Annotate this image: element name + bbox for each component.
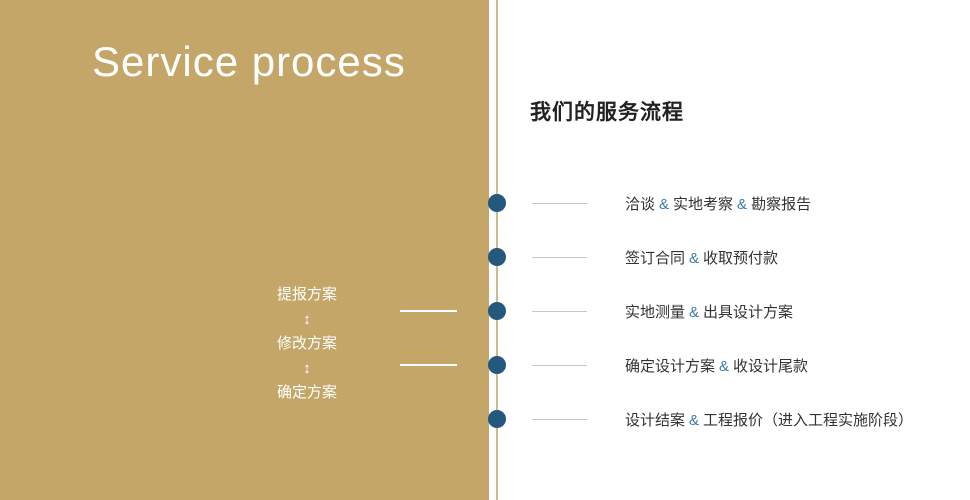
timeline-dot bbox=[488, 302, 506, 320]
ampersand-separator: & bbox=[719, 357, 730, 375]
timeline-row-segment: 设计结案 bbox=[625, 411, 686, 429]
timeline-row: 签订合同&收取预付款 bbox=[532, 230, 778, 284]
timeline-row-text: 确定设计方案&收设计尾款 bbox=[625, 355, 808, 376]
ampersand-separator: & bbox=[689, 303, 700, 321]
timeline-dot bbox=[488, 356, 506, 374]
revision-step-label: 修改方案 bbox=[276, 335, 337, 352]
timeline-row-segment: 出具设计方案 bbox=[703, 303, 794, 321]
timeline-row: 确定设计方案&收设计尾款 bbox=[532, 338, 808, 392]
timeline-row-text: 实地测量&出具设计方案 bbox=[625, 301, 793, 322]
section-title: 我们的服务流程 bbox=[530, 101, 684, 124]
revision-steps: 提报方案 ↕ 修改方案 ↕ 确定方案 bbox=[252, 283, 362, 405]
timeline-row-text: 签订合同&收取预付款 bbox=[625, 247, 778, 268]
connector-line-top bbox=[400, 310, 457, 312]
timeline-row-text: 设计结案&工程报价（进入工程实施阶段） bbox=[625, 409, 913, 430]
page-title: Service process bbox=[92, 38, 406, 85]
timeline-row-segment: 实地测量 bbox=[625, 303, 686, 321]
timeline-row-segment: 工程报价（进入工程实施阶段） bbox=[703, 411, 914, 429]
up-down-arrow-icon: ↕ bbox=[303, 311, 311, 328]
timeline-row: 洽谈&实地考察&勘察报告 bbox=[532, 176, 811, 230]
timeline-row-segment: 收取预付款 bbox=[703, 249, 779, 267]
timeline-row-text: 洽谈&实地考察&勘察报告 bbox=[625, 193, 811, 214]
revision-step-label: 提报方案 bbox=[276, 286, 337, 303]
timeline-row-segment: 确定设计方案 bbox=[625, 357, 716, 375]
timeline-row: 设计结案&工程报价（进入工程实施阶段） bbox=[532, 392, 913, 446]
timeline-dot bbox=[488, 248, 506, 266]
row-tick-line bbox=[532, 364, 587, 366]
left-gold-panel: Service process 提报方案 ↕ 修改方案 ↕ 确定方案 bbox=[0, 0, 489, 500]
row-tick-line bbox=[532, 310, 587, 312]
timeline-dot bbox=[488, 194, 506, 212]
ampersand-separator: & bbox=[689, 249, 700, 267]
row-tick-line bbox=[532, 202, 587, 204]
row-tick-line bbox=[532, 418, 587, 420]
timeline-row-segment: 收设计尾款 bbox=[733, 357, 809, 375]
timeline-row-segment: 实地考察 bbox=[673, 195, 734, 213]
timeline-row-segment: 洽谈 bbox=[625, 195, 656, 213]
timeline-row: 实地测量&出具设计方案 bbox=[532, 284, 793, 338]
ampersand-separator: & bbox=[689, 411, 700, 429]
timeline-dot bbox=[488, 410, 506, 428]
ampersand-separator: & bbox=[659, 195, 670, 213]
revision-step-label: 确定方案 bbox=[276, 384, 337, 401]
timeline-row-segment: 勘察报告 bbox=[751, 195, 812, 213]
row-tick-line bbox=[532, 256, 587, 258]
connector-line-bottom bbox=[400, 364, 457, 366]
ampersand-separator: & bbox=[737, 195, 748, 213]
timeline-row-segment: 签订合同 bbox=[625, 249, 686, 267]
up-down-arrow-icon: ↕ bbox=[303, 360, 311, 377]
